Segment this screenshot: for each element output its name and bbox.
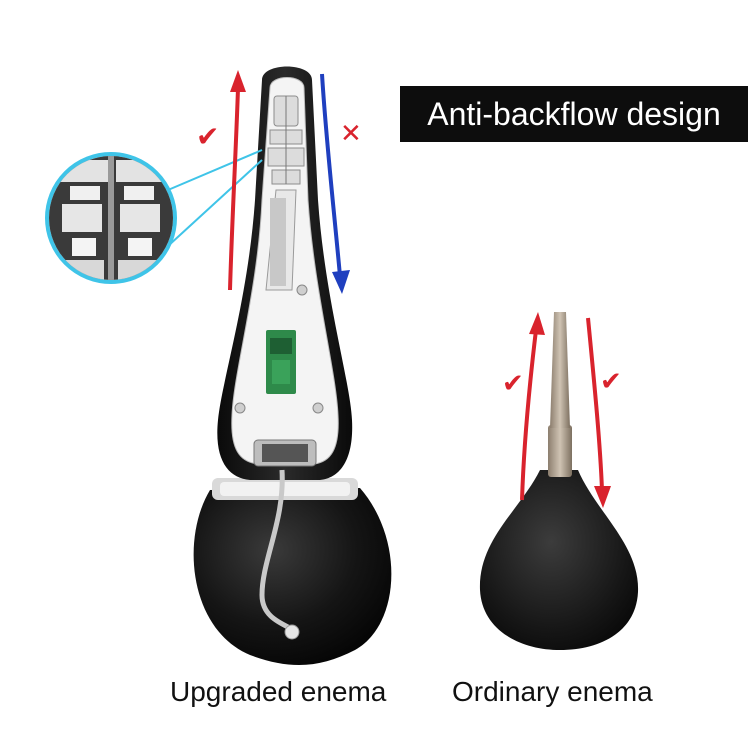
ordinary-enema-illustration — [479, 312, 639, 650]
upgraded-hose — [259, 469, 292, 631]
upgraded-blocked-backflow-arrow — [320, 73, 350, 294]
ordinary-nozzle — [550, 312, 570, 428]
ordinary-bulb — [479, 470, 639, 650]
ordinary-check-mark-left: ✔ — [502, 369, 524, 399]
upgraded-inflow-arrow — [228, 70, 246, 291]
heading-banner: Anti-backflow design — [400, 86, 748, 142]
upgraded-enema-caption: Upgraded enema — [170, 676, 387, 707]
upgraded-valve — [267, 95, 305, 185]
upgraded-bulb — [193, 488, 392, 666]
ordinary-enema-caption: Ordinary enema — [452, 676, 653, 707]
ordinary-nozzle-collar — [548, 425, 572, 477]
heading-text: Anti-backflow design — [427, 95, 721, 132]
ordinary-inflow-arrow — [520, 312, 545, 501]
upgraded-check-mark: ✔ — [196, 120, 219, 153]
upgraded-cross-mark: ✕ — [340, 119, 362, 149]
ordinary-check-mark-right: ✔ — [600, 367, 622, 397]
upgraded-enema-illustration — [193, 66, 392, 666]
valve-zoom-callout — [45, 149, 263, 284]
ordinary-backflow-arrow — [586, 317, 611, 508]
